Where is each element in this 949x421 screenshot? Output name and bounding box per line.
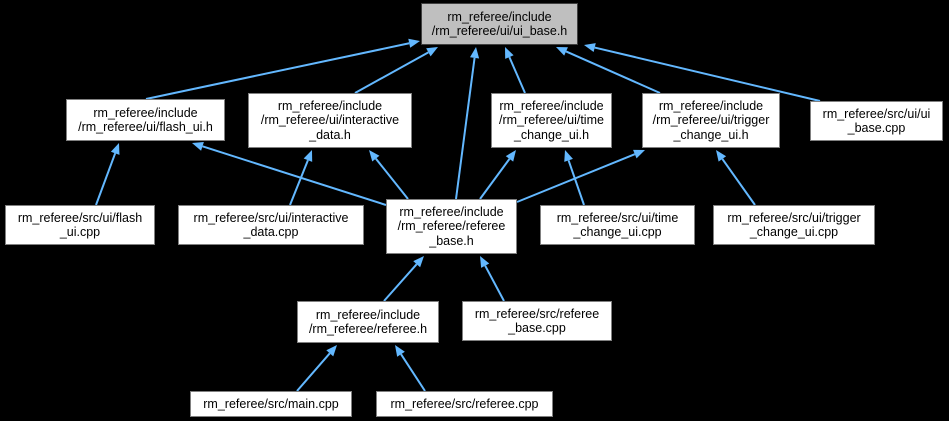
graph-edge — [721, 158, 756, 206]
graph-node-main-cpp[interactable]: rm_referee/src/main.cpp — [190, 391, 352, 417]
graph-node-referee-h[interactable]: rm_referee/include /rm_referee/referee.h — [297, 301, 439, 343]
graph-node-time-change-ui-h[interactable]: rm_referee/include /rm_referee/ui/time _… — [491, 93, 612, 148]
graph-node-trigger-change-ui-cpp[interactable]: rm_referee/src/ui/trigger _change_ui.cpp — [713, 205, 875, 245]
graph-node-referee-base-cpp[interactable]: rm_referee/src/referee _base.cpp — [462, 301, 612, 341]
graph-node-label: rm_referee/include /rm_referee/referee.h — [308, 307, 428, 337]
graph-node-referee-cpp[interactable]: rm_referee/src/referee.cpp — [376, 391, 553, 417]
graph-node-label: rm_referee/src/ui/trigger _change_ui.cpp — [727, 210, 861, 240]
graph-node-ui-base-cpp[interactable]: rm_referee/src/ui/ui _base.cpp — [810, 101, 943, 141]
graph-node-label: rm_referee/src/ui/flash _ui.cpp — [17, 210, 143, 240]
graph-edge — [400, 353, 426, 392]
graph-node-trigger-change-ui-h[interactable]: rm_referee/include /rm_referee/ui/trigge… — [642, 93, 780, 148]
graph-edge-arrowhead — [395, 345, 405, 357]
graph-edge-arrowhead — [408, 38, 420, 48]
graph-edge-arrowhead — [192, 141, 204, 151]
graph-node-label: rm_referee/src/ui/interactive _data.cpp — [193, 210, 349, 240]
graph-edge-arrowhead — [326, 345, 337, 357]
graph-edge-arrowhead — [716, 150, 727, 162]
graph-edge-arrowhead — [633, 149, 645, 159]
graph-edge-arrowhead — [480, 256, 490, 268]
graph-node-interactive-data-h[interactable]: rm_referee/include /rm_referee/ui/intera… — [248, 93, 412, 148]
graph-edge-arrowhead — [426, 47, 438, 57]
graph-edge — [508, 56, 526, 94]
graph-edge — [354, 51, 429, 94]
graph-edge — [455, 57, 476, 200]
graph-edge-arrowhead — [369, 150, 380, 162]
graph-node-ui-base-h[interactable]: rm_referee/include /rm_referee/ui/ui_bas… — [421, 3, 578, 45]
graph-node-label: rm_referee/include /rm_referee/ui/intera… — [260, 98, 400, 142]
graph-edge — [565, 50, 661, 94]
graph-edge-arrowhead — [505, 150, 516, 162]
graph-node-label: rm_referee/src/ui/ui _base.cpp — [822, 106, 931, 136]
graph-node-label: rm_referee/include /rm_referee/ui/trigge… — [652, 98, 770, 142]
graph-edge-arrowhead — [303, 150, 313, 162]
graph-edge-arrowhead — [413, 256, 424, 268]
graph-node-interactive-data-cpp[interactable]: rm_referee/src/ui/interactive _data.cpp — [178, 205, 364, 245]
graph-edge — [289, 159, 309, 206]
graph-node-label: rm_referee/include /rm_referee/ui/time _… — [499, 98, 604, 142]
graph-node-label: rm_referee/include /rm_referee/ui/flash_… — [78, 105, 213, 135]
graph-node-flash-ui-cpp[interactable]: rm_referee/src/ui/flash _ui.cpp — [5, 205, 155, 245]
graph-edge — [296, 352, 331, 392]
graph-edge — [516, 153, 636, 203]
graph-edge — [95, 152, 117, 206]
graph-node-time-change-ui-cpp[interactable]: rm_referee/src/ui/time _change_ui.cpp — [540, 205, 695, 245]
graph-node-label: rm_referee/src/referee _base.cpp — [474, 306, 600, 336]
graph-node-flash-ui-h[interactable]: rm_referee/include /rm_referee/ui/flash_… — [66, 99, 225, 141]
graph-edge — [484, 265, 505, 302]
graph-node-label: rm_referee/src/main.cpp — [203, 396, 339, 411]
graph-edge-arrowhead — [564, 150, 573, 162]
graph-edge — [479, 158, 511, 200]
graph-edge — [383, 263, 418, 302]
graph-node-label: rm_referee/src/referee.cpp — [390, 396, 539, 411]
graph-edge — [202, 145, 387, 206]
graph-node-label: rm_referee/src/ui/time _change_ui.cpp — [556, 210, 679, 240]
graph-edge-arrowhead — [470, 47, 480, 59]
graph-edge-arrowhead — [505, 47, 514, 59]
graph-node-label: rm_referee/include /rm_referee/ui/ui_bas… — [431, 9, 568, 39]
graph-edge-arrowhead — [110, 143, 120, 155]
graph-edge — [375, 157, 409, 200]
graph-edge-arrowhead — [556, 47, 568, 56]
graph-edge-arrowhead — [584, 43, 596, 53]
graph-node-referee-base-h[interactable]: rm_referee/include /rm_referee/referee _… — [386, 199, 517, 254]
graph-edge — [145, 42, 410, 100]
graph-node-label: rm_referee/include /rm_referee/referee _… — [397, 204, 506, 248]
graph-edge — [567, 160, 585, 206]
